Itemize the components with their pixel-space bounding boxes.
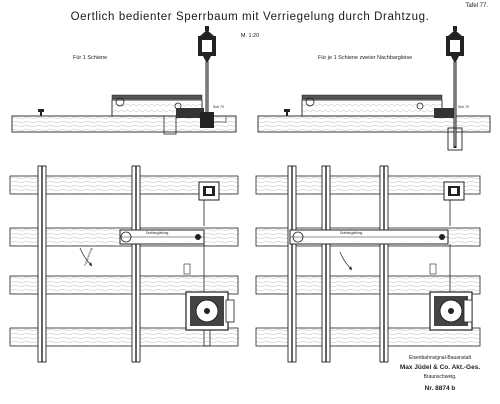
svg-text:Sch 70: Sch 70 bbox=[213, 105, 224, 109]
right-lantern bbox=[446, 26, 464, 60]
svg-text:Drahtzugleitung: Drahtzugleitung bbox=[340, 231, 363, 235]
svg-text:Fahrtrichtung: Fahrtrichtung bbox=[83, 247, 93, 266]
left-plan-view: Drahtzugleitung Fahrtrichtung bbox=[9, 165, 239, 363]
maker-line-2: Max Jüdel & Co. Akt.-Ges. bbox=[399, 364, 481, 371]
right-winch bbox=[429, 291, 473, 331]
svg-text:Sch 70: Sch 70 bbox=[458, 105, 469, 109]
svg-text:Drahtzugleitung: Drahtzugleitung bbox=[146, 231, 169, 235]
left-plan-sleeper bbox=[9, 275, 239, 295]
right-elevation-view: Sch 70 bbox=[257, 26, 491, 151]
right-plan-view: Drahtzugleitung bbox=[255, 165, 481, 363]
maker-line-1: Eisenbahnsignal-Bauanstalt bbox=[409, 355, 471, 361]
scale-label: M. 1:20 bbox=[240, 33, 260, 39]
left-plan-sleeper bbox=[9, 327, 239, 347]
right-mechanism-rod bbox=[301, 94, 443, 100]
left-mechanism-rod bbox=[111, 94, 203, 100]
right-plan-sleeper bbox=[255, 175, 481, 195]
right-elevation-rail bbox=[284, 109, 290, 116]
left-elevation-rail bbox=[38, 109, 44, 116]
right-mechanism-base bbox=[301, 99, 443, 117]
left-winch bbox=[185, 291, 235, 347]
right-plan-sleeper bbox=[255, 275, 481, 295]
left-elevation-view: Sch 70 bbox=[11, 26, 237, 135]
left-plan-sleeper bbox=[9, 175, 239, 195]
maker-line-4: Nr. 8874 b bbox=[424, 385, 456, 392]
maker-line-3: Braunschweig. bbox=[423, 374, 457, 380]
right-plan-sleeper bbox=[255, 327, 481, 347]
right-view-title: Für je 1 Schiene zweier Nachbargleise bbox=[318, 55, 413, 61]
plate-number: Tafel 77. bbox=[465, 3, 488, 9]
left-view-title: Für 1 Schiene bbox=[73, 55, 108, 61]
left-lantern bbox=[198, 26, 216, 60]
drawing-title: Oertlich bedienter Sperrbaum mit Verrieg… bbox=[70, 11, 430, 23]
